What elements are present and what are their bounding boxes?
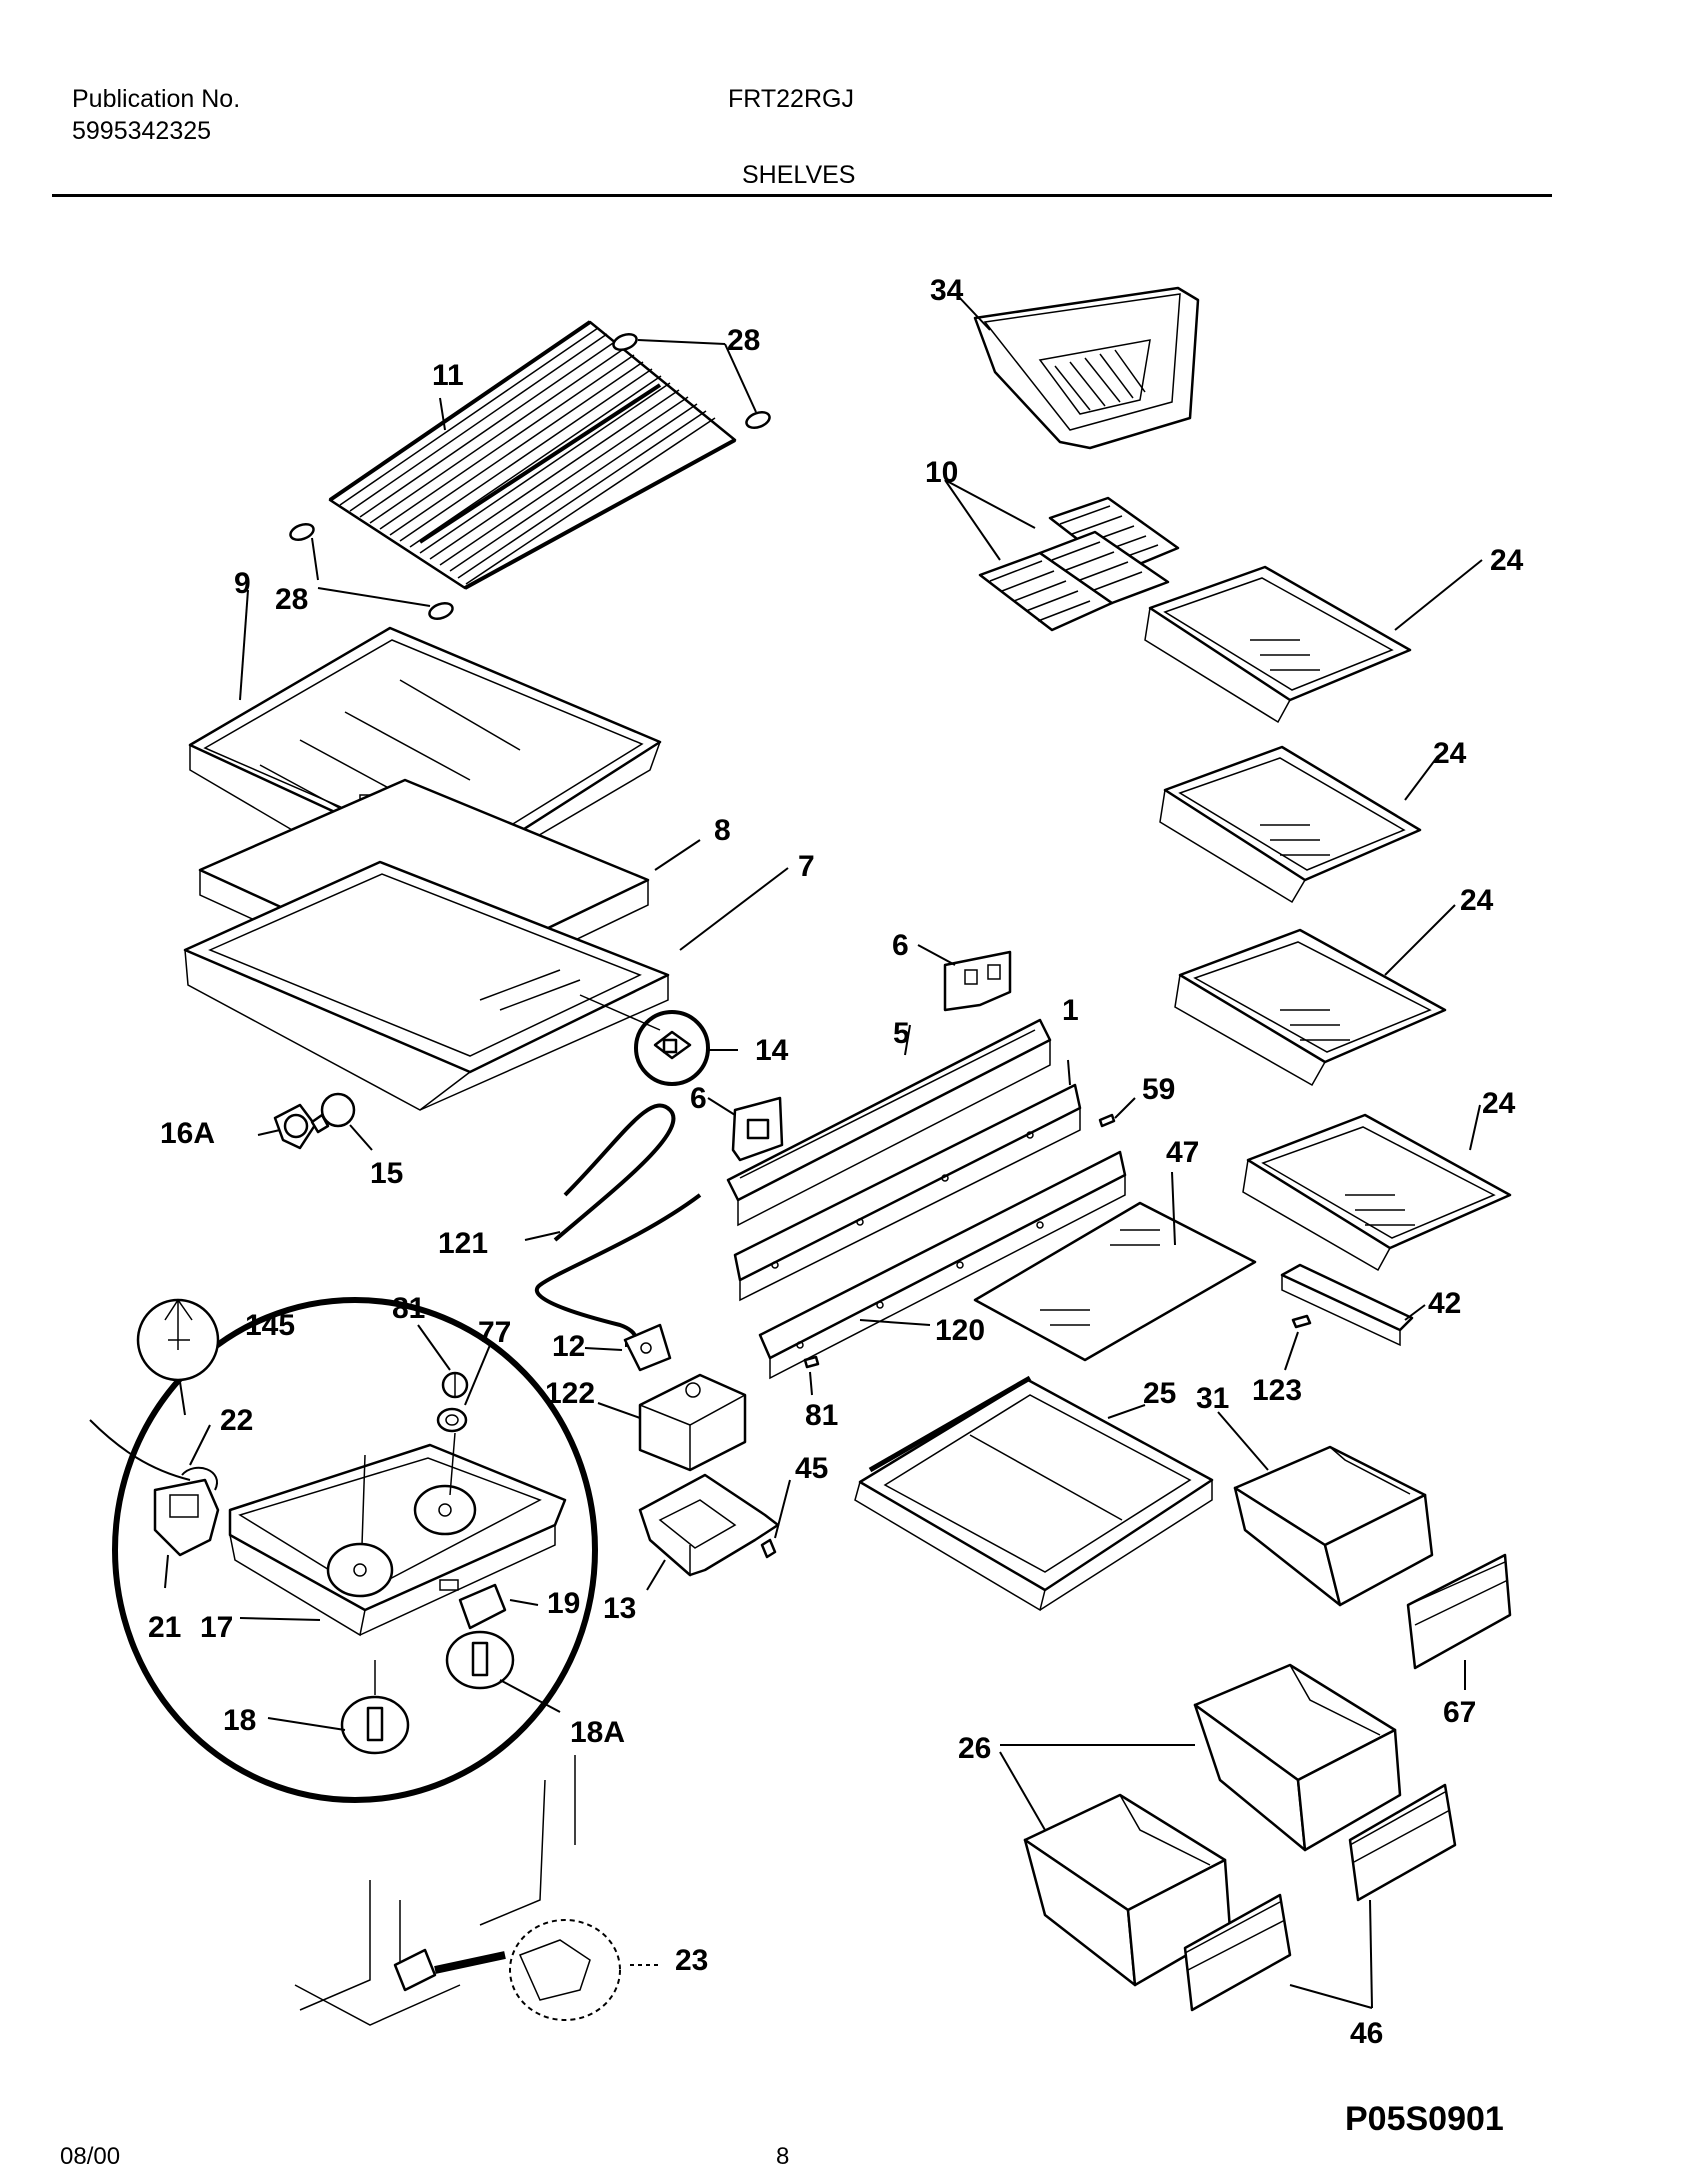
drawer-front-46-right bbox=[1348, 1783, 1457, 1902]
door-shelf-24-4 bbox=[1242, 1113, 1512, 1272]
section-title: SHELVES bbox=[742, 161, 856, 189]
freezer-pan-7 bbox=[183, 860, 670, 1111]
label-16a: 16A bbox=[160, 1117, 215, 1150]
wire-harness-121 bbox=[534, 1103, 702, 1347]
light-socket-16a bbox=[273, 1103, 317, 1150]
label-24-4: 24 bbox=[1482, 1087, 1516, 1120]
label-24-2: 24 bbox=[1433, 737, 1467, 770]
pan-31 bbox=[1233, 1445, 1434, 1607]
end-caps-28 bbox=[289, 332, 771, 621]
screw-59 bbox=[1098, 1113, 1116, 1128]
label-28-bottom: 28 bbox=[275, 583, 308, 616]
switch-19 bbox=[458, 1583, 507, 1630]
rail-120 bbox=[758, 1150, 1127, 1380]
label-123: 123 bbox=[1252, 1374, 1302, 1407]
label-45: 45 bbox=[795, 1452, 828, 1485]
control-detail-circle bbox=[112, 1297, 598, 1803]
door-shelf-24-2 bbox=[1159, 745, 1422, 904]
knob-seat bbox=[326, 1484, 477, 1598]
washer-77 bbox=[436, 1407, 468, 1433]
label-120: 120 bbox=[935, 1314, 985, 1347]
screw-81-upper bbox=[441, 1371, 469, 1399]
front-rail-1 bbox=[733, 1083, 1082, 1302]
bracket-6-lower bbox=[731, 1096, 784, 1162]
cover-122 bbox=[638, 1373, 747, 1472]
header-rule bbox=[52, 194, 1552, 197]
bracket-6-upper bbox=[943, 950, 1012, 1012]
door-shelf-24-1 bbox=[1144, 565, 1412, 724]
label-18a: 18A bbox=[570, 1716, 625, 1749]
screw-123 bbox=[1291, 1314, 1312, 1329]
ice-trays-10 bbox=[978, 496, 1180, 632]
label-6-lower: 6 bbox=[690, 1082, 707, 1115]
label-7: 7 bbox=[798, 850, 815, 883]
pan-front-67 bbox=[1406, 1553, 1512, 1670]
label-81-lower: 81 bbox=[805, 1399, 838, 1432]
housing-13 bbox=[638, 1473, 780, 1577]
page-number: 8 bbox=[776, 2143, 790, 2170]
model-number: FRT22RGJ bbox=[728, 85, 854, 113]
label-10: 10 bbox=[925, 456, 958, 489]
label-22: 22 bbox=[220, 1404, 253, 1437]
label-19: 19 bbox=[547, 1587, 580, 1620]
label-23: 23 bbox=[675, 1944, 708, 1977]
label-17: 17 bbox=[200, 1611, 233, 1644]
label-9: 9 bbox=[234, 567, 251, 600]
label-14: 14 bbox=[755, 1034, 789, 1067]
label-26: 26 bbox=[958, 1732, 991, 1765]
part-14-damper-detail bbox=[634, 1010, 710, 1086]
label-21: 21 bbox=[148, 1611, 181, 1644]
shelf-support-42 bbox=[1280, 1263, 1414, 1347]
label-18: 18 bbox=[223, 1704, 256, 1737]
label-24-1: 24 bbox=[1490, 544, 1524, 577]
footer-date: 08/00 bbox=[60, 2143, 121, 2170]
screw-81-lower bbox=[803, 1355, 820, 1369]
label-121: 121 bbox=[438, 1227, 488, 1260]
crisper-cover-25 bbox=[854, 1375, 1214, 1612]
label-59: 59 bbox=[1142, 1073, 1175, 1106]
label-8: 8 bbox=[714, 814, 731, 847]
label-42: 42 bbox=[1428, 1287, 1461, 1320]
control-housing-17 bbox=[228, 1443, 567, 1637]
label-47: 47 bbox=[1166, 1136, 1199, 1169]
label-46: 46 bbox=[1350, 2017, 1383, 2050]
drawing-code: P05S0901 bbox=[1345, 2100, 1504, 2138]
drawer-front-46-left bbox=[1183, 1893, 1292, 2012]
door-shelf-24-3 bbox=[1174, 928, 1447, 1087]
label-1: 1 bbox=[1062, 994, 1079, 1027]
part-23-assembly bbox=[393, 1919, 621, 2021]
label-81-upper: 81 bbox=[392, 1292, 425, 1325]
label-5: 5 bbox=[893, 1017, 910, 1050]
label-24-3: 24 bbox=[1460, 884, 1494, 917]
glass-shelf-47 bbox=[973, 1201, 1257, 1362]
publication-label: Publication No. bbox=[72, 85, 241, 113]
label-67: 67 bbox=[1443, 1696, 1476, 1729]
label-34: 34 bbox=[930, 274, 964, 307]
screw-45 bbox=[760, 1538, 777, 1559]
crisper-drawer-26-lower bbox=[1023, 1793, 1232, 1987]
label-145: 145 bbox=[245, 1309, 295, 1342]
label-6-upper: 6 bbox=[892, 929, 909, 962]
crisper-drawer-26-upper bbox=[1193, 1663, 1402, 1852]
wire-shelf-11 bbox=[328, 320, 737, 590]
label-77: 77 bbox=[478, 1316, 511, 1349]
bracket-12 bbox=[623, 1323, 672, 1372]
label-25: 25 bbox=[1143, 1377, 1176, 1410]
knob-18a bbox=[445, 1630, 515, 1690]
light-bulb-15 bbox=[310, 1092, 356, 1134]
label-31: 31 bbox=[1196, 1382, 1229, 1415]
label-12: 12 bbox=[552, 1330, 585, 1363]
ice-bin-34 bbox=[973, 286, 1200, 450]
label-13: 13 bbox=[603, 1592, 636, 1625]
label-11: 11 bbox=[432, 359, 464, 392]
part-145-detail-circle bbox=[136, 1298, 220, 1382]
publication-number: 5995342325 bbox=[72, 117, 212, 145]
knob-18 bbox=[340, 1695, 410, 1755]
label-122: 122 bbox=[545, 1377, 595, 1410]
thermostat-21 bbox=[153, 1478, 220, 1557]
control-rail-5 bbox=[726, 1018, 1052, 1227]
label-15: 15 bbox=[370, 1157, 403, 1190]
label-28-top: 28 bbox=[727, 324, 760, 357]
